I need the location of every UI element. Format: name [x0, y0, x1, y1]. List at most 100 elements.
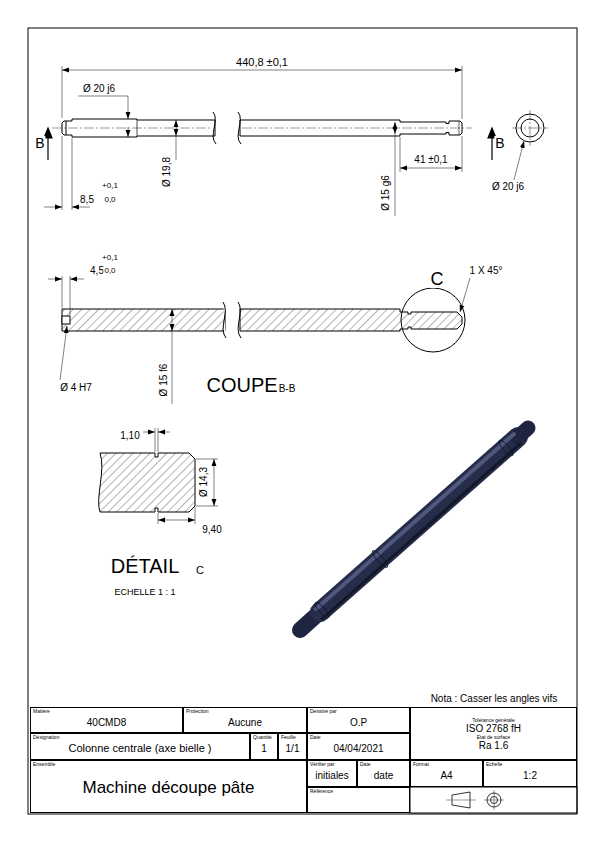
dimension-lines-part: [176, 136, 177, 160]
dimension-text: C: [195, 565, 205, 576]
title-block-cell: Dessiné parO.P: [307, 707, 410, 733]
dimension-text: Nota : Casser les angles vifs: [430, 694, 559, 704]
dimension-lines-part: [62, 70, 462, 71]
cell-value: A4: [440, 770, 452, 781]
section-dimensions: [48, 276, 470, 404]
detail-dimensions-part: [196, 506, 218, 507]
dimension-lines-part: [78, 96, 128, 97]
dimension-text: Ø 19,8: [162, 156, 172, 188]
cell-value: Aucune: [228, 717, 262, 728]
dimension-text: B-B: [278, 384, 297, 394]
end-view-part: [516, 114, 544, 142]
title-block-cell: Date04/04/2021: [307, 733, 410, 760]
title-block-cell: FormatA4: [410, 760, 483, 787]
cell-heading: Format: [413, 762, 429, 767]
end-view: [516, 114, 544, 142]
sheet-frame-part: [410, 787, 577, 813]
cell-value: Colonne centrale (axe bielle ): [68, 742, 211, 754]
section-dimensions-part: [172, 309, 173, 331]
dimension-text: +0,1: [101, 254, 119, 262]
shaft-3d-part: [313, 601, 331, 620]
cell-heading: Vérifier par: [310, 762, 334, 767]
section-dimensions-part: [70, 276, 71, 315]
center-line-part: [530, 110, 531, 146]
section-view-part: [223, 302, 226, 338]
detail-dimensions: [143, 428, 218, 524]
center-line-part: [52, 128, 212, 129]
section-view-part: [401, 288, 465, 352]
section-dimensions-part: [48, 279, 62, 280]
dimension-text: 8,5: [79, 195, 95, 205]
cell-heading: Feuille: [281, 735, 296, 740]
cell-value: date: [374, 770, 393, 781]
cell-heading: Etat de surface: [477, 734, 511, 740]
cell-value: 04/04/2021: [333, 743, 383, 754]
cell-value: Ra 1.6: [479, 740, 508, 751]
section-dimensions-part: [62, 276, 63, 308]
shaft-3d-part: [322, 444, 520, 619]
shaft-view-part: [238, 112, 241, 144]
section-view-part: [238, 302, 241, 338]
detail-dimensions-part: [158, 432, 170, 433]
dimension-text: 0,0: [103, 267, 116, 275]
detail-dimensions-part: [158, 520, 195, 521]
shaft-view-part: [213, 112, 216, 144]
title-block-cell: Echelle1:2: [483, 760, 577, 787]
dimension-text: ECHELLE 1 : 1: [113, 588, 176, 597]
cell-value: 40CMD8: [87, 717, 126, 728]
cell-heading: Date: [360, 762, 371, 767]
cell-value: initiales: [315, 770, 348, 781]
title-block-cell: Vérifier par initiales: [307, 760, 357, 787]
cell-heading: Dessiné par: [310, 709, 337, 714]
dimension-text: 41 ±0,1: [413, 155, 448, 165]
title-block-cell: Matière40CMD8: [30, 707, 183, 733]
dimension-text: B: [494, 136, 505, 150]
section-view-part: [62, 316, 70, 324]
dimension-lines-part: [462, 66, 463, 119]
detail-dimensions-part: [196, 459, 218, 460]
dimension-text: 1,10: [119, 431, 140, 441]
dimension-lines-part: [44, 207, 62, 208]
dimension-lines-part: [395, 122, 396, 134]
dimension-text: 9,40: [201, 525, 222, 535]
dimension-text: COUPE: [205, 375, 278, 395]
section-view-part: [226, 305, 239, 335]
sheet-frame: [28, 28, 577, 814]
detail-view: [99, 453, 195, 512]
detail-dimensions-part: [214, 459, 215, 506]
dimension-lines-part: [400, 168, 462, 169]
cell-heading: Quantité: [253, 735, 272, 740]
dimension-lines-part: [400, 137, 401, 172]
section-dimensions-part: [172, 331, 173, 404]
section-view-part: [62, 309, 225, 331]
dimension-text: 440,8 ±0,1: [235, 57, 289, 68]
dimension-text: +0,1: [101, 182, 119, 190]
cell-heading: Tolérance générale: [472, 717, 515, 723]
cell-value: 1/1: [286, 743, 300, 754]
title-block-cell: Tolérance généraleISO 2768 fHEtat de sur…: [410, 707, 577, 760]
dimension-text: Ø 15 f6: [159, 363, 169, 398]
section-arrow-part: [491, 136, 492, 160]
title-block-cell: Feuille 1/1: [278, 733, 307, 760]
dimension-text: 1 X 45°: [469, 266, 504, 276]
dimension-text: Ø 4 H7: [59, 383, 93, 393]
dimension-text: Ø 20 j6: [491, 182, 525, 192]
dimension-text: 0,0: [103, 196, 116, 204]
projection-symbol-part: [446, 800, 476, 801]
cell-heading: Désignation: [33, 735, 59, 740]
detail-dimensions-part: [158, 513, 159, 524]
title-block-cell: EnsembleMachine découpe pâte: [30, 760, 307, 813]
section-view-part: [223, 300, 226, 340]
dimension-lines: [44, 66, 524, 216]
projection-symbol-part: [494, 790, 495, 810]
cell-heading: Protection: [186, 709, 209, 714]
detail-dimensions-part: [195, 507, 196, 524]
cell-value: ISO 2768 fH: [466, 723, 521, 734]
cell-heading: Référence: [310, 789, 333, 794]
projection-symbol: [446, 790, 504, 810]
dimension-lines-part: [176, 120, 177, 136]
section-dimensions-part: [60, 326, 67, 380]
cell-value: 1:2: [523, 770, 537, 781]
section-dimensions-part: [460, 278, 470, 312]
